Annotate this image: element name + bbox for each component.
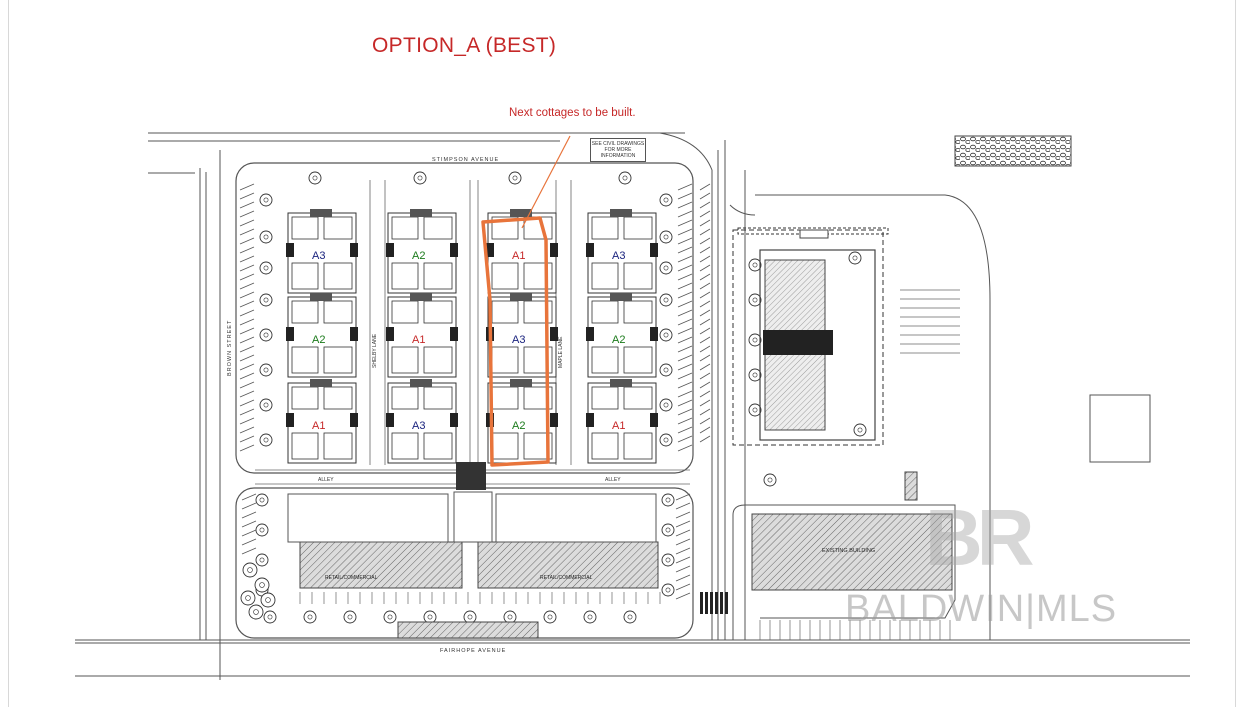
tree [748,403,762,417]
retail-label-2: RETAIL/COMMERCIAL [540,575,593,581]
crosswalks [700,592,728,614]
unit-type-label: A3 [612,250,625,262]
tree [748,293,762,307]
street-bottom-label: FAIRHOPE AVENUE [440,648,506,654]
tree [308,171,322,185]
unit-type-label: A1 [512,250,525,262]
tree [383,610,397,624]
mls-watermark-text: BALDWIN|MLS [845,588,1118,630]
unit-type-label: A3 [412,420,425,432]
tree [748,368,762,382]
tree [240,590,256,606]
gravel-patch [954,135,1072,167]
street-top-label: STIMPSON AVENUE [432,157,499,163]
tree [463,610,477,624]
tree [659,230,673,244]
tree [623,610,637,624]
tree [659,261,673,275]
tree [255,553,269,567]
lane1-label: SHELBY LANE [372,333,378,368]
tree [661,493,675,507]
tree [543,610,557,624]
tree [659,328,673,342]
cottage-unit: A1 [286,379,358,464]
retail-buildings: RETAIL/COMMERCIAL RETAIL/COMMERCIAL [287,462,659,589]
tree [618,171,632,185]
annotation-note: Next cottages to be built. [509,107,636,119]
tree [659,193,673,207]
cottage-unit: A1 [386,293,458,378]
tree [503,610,517,624]
next-cottages-highlight [481,216,550,467]
tree [260,592,276,608]
civil-drawings-note: SEE CIVIL DRAWINGS FOR MORE INFORMATION [590,138,646,162]
trees [240,171,867,624]
unit-type-label: A2 [512,420,525,432]
tree [661,523,675,537]
tree [259,433,273,447]
property-lines [75,132,1190,680]
tree [343,610,357,624]
unit-type-label: A2 [612,334,625,346]
unit-type-label: A3 [312,250,325,262]
east-parcel: EXISTING BUILDING [732,227,1151,591]
cottage-unit: A3 [386,379,458,464]
alley-label-1: ALLEY [318,477,334,483]
tree [661,553,675,567]
cottage-unit: A2 [386,209,458,294]
tree [263,610,277,624]
cottage-unit: A3 [286,209,358,294]
tree [254,577,270,593]
tree [659,433,673,447]
tree [259,398,273,412]
cottage-unit: A1 [586,379,658,464]
plan-title: OPTION_A (BEST) [372,34,557,57]
cottage-unit: A2 [286,293,358,378]
note-leader-line [521,135,571,229]
tree [423,610,437,624]
tree [255,523,269,537]
tree [748,258,762,272]
unit-type-label: A1 [312,420,325,432]
tree [659,363,673,377]
tree [259,293,273,307]
tree [763,473,777,487]
lane2-label: MAPLE LANE [558,336,564,368]
unit-type-label: A2 [412,250,425,262]
tree [259,328,273,342]
retail-label-1: RETAIL/COMMERCIAL [325,575,378,581]
tree [659,293,673,307]
unit-type-label: A3 [512,334,525,346]
unit-type-label: A1 [612,420,625,432]
tree [259,230,273,244]
unit-type-label: A2 [312,334,325,346]
tree [248,604,264,620]
cottage-unit: A2 [586,293,658,378]
frontage-hatch [397,621,539,639]
tree [259,363,273,377]
cottage-unit: A3 [586,209,658,294]
street-left-label: BROWN STREET [227,320,233,376]
existing-building-label: EXISTING BUILDING [822,548,875,554]
tree [508,171,522,185]
alley-label-2: ALLEY [605,477,621,483]
tree [413,171,427,185]
unit-type-label: A1 [412,334,425,346]
tree [748,333,762,347]
tree [242,562,258,578]
tree [303,610,317,624]
tree [583,610,597,624]
tree [255,493,269,507]
tree [661,583,675,597]
cottage-unit: A3 [486,293,558,378]
tree [259,193,273,207]
tree [659,398,673,412]
tree [848,251,862,265]
tree [259,261,273,275]
tree [853,423,867,437]
parking-stalls [239,183,960,640]
mls-logo-mark: BR [925,493,1035,582]
